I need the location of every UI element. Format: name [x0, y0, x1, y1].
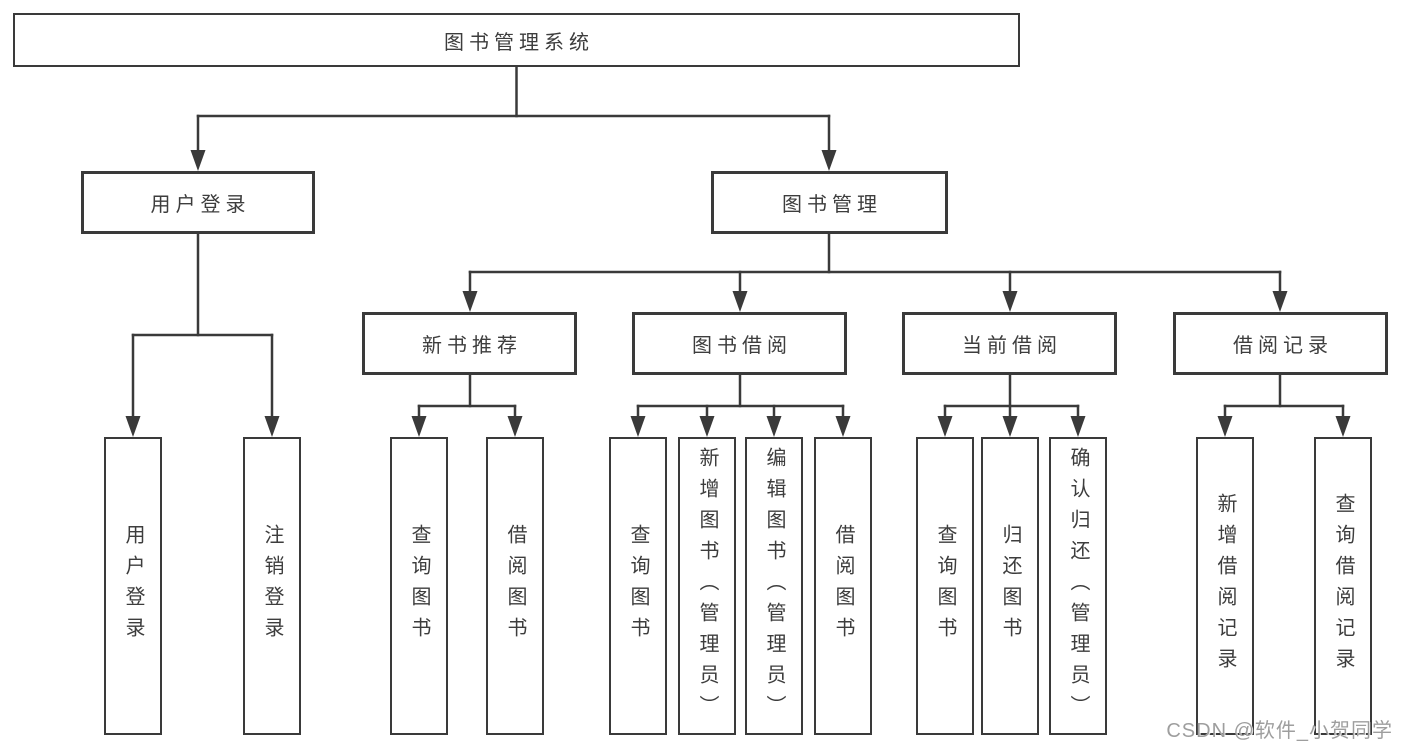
node-return-books-label: 归还图书	[999, 524, 1021, 648]
node-query-books-rec-label: 查询图书	[408, 524, 430, 648]
node-edit-book-admin: 编辑图书（管理员）	[745, 437, 803, 735]
node-library-system: 图书管理系统	[13, 13, 1020, 67]
node-new-book-recommend: 新书推荐	[362, 312, 577, 375]
node-book-borrowing-label: 图书借阅	[692, 335, 792, 357]
node-borrow-books-rec: 借阅图书	[486, 437, 544, 735]
node-query-borrow-record-label: 查询借阅记录	[1332, 493, 1354, 679]
node-current-borrowing: 当前借阅	[902, 312, 1117, 375]
node-confirm-return-admin: 确认归还（管理员）	[1049, 437, 1107, 735]
node-current-borrowing-label: 当前借阅	[962, 335, 1062, 357]
node-edit-book-admin-label: 编辑图书（管理员）	[763, 446, 785, 726]
node-query-books-borrow-label: 查询图书	[627, 524, 649, 648]
node-borrowing-records: 借阅记录	[1173, 312, 1388, 375]
node-borrow-books-borrow: 借阅图书	[814, 437, 872, 735]
node-add-borrow-record: 新增借阅记录	[1196, 437, 1254, 735]
node-user-login: 用户登录	[104, 437, 162, 735]
node-query-books-borrow: 查询图书	[609, 437, 667, 735]
node-user-login-group-label: 用户登录	[150, 194, 251, 216]
node-query-books-current-label: 查询图书	[934, 524, 956, 648]
node-user-login-label: 用户登录	[122, 524, 144, 648]
node-book-management: 图书管理	[711, 171, 948, 234]
node-borrow-books-borrow-label: 借阅图书	[832, 524, 854, 648]
node-borrowing-records-label: 借阅记录	[1233, 335, 1333, 357]
node-query-borrow-record: 查询借阅记录	[1314, 437, 1372, 735]
node-new-book-recommend-label: 新书推荐	[422, 335, 522, 357]
node-add-book-admin: 新增图书（管理员）	[678, 437, 736, 735]
node-logout-login: 注销登录	[243, 437, 301, 735]
node-query-books-current: 查询图书	[916, 437, 974, 735]
node-query-books-rec: 查询图书	[390, 437, 448, 735]
node-confirm-return-admin-label: 确认归还（管理员）	[1067, 446, 1089, 726]
node-logout-login-label: 注销登录	[261, 524, 283, 648]
node-book-management-label: 图书管理	[782, 194, 882, 216]
node-add-borrow-record-label: 新增借阅记录	[1214, 493, 1236, 679]
node-user-login-group: 用户登录	[81, 171, 315, 234]
node-add-book-admin-label: 新增图书（管理员）	[696, 446, 718, 726]
node-return-books: 归还图书	[981, 437, 1039, 735]
watermark-text: CSDN @软件_小贺同学	[1166, 720, 1393, 742]
node-library-system-label: 图书管理系统	[444, 31, 594, 54]
node-borrow-books-rec-label: 借阅图书	[504, 524, 526, 648]
node-book-borrowing: 图书借阅	[632, 312, 847, 375]
